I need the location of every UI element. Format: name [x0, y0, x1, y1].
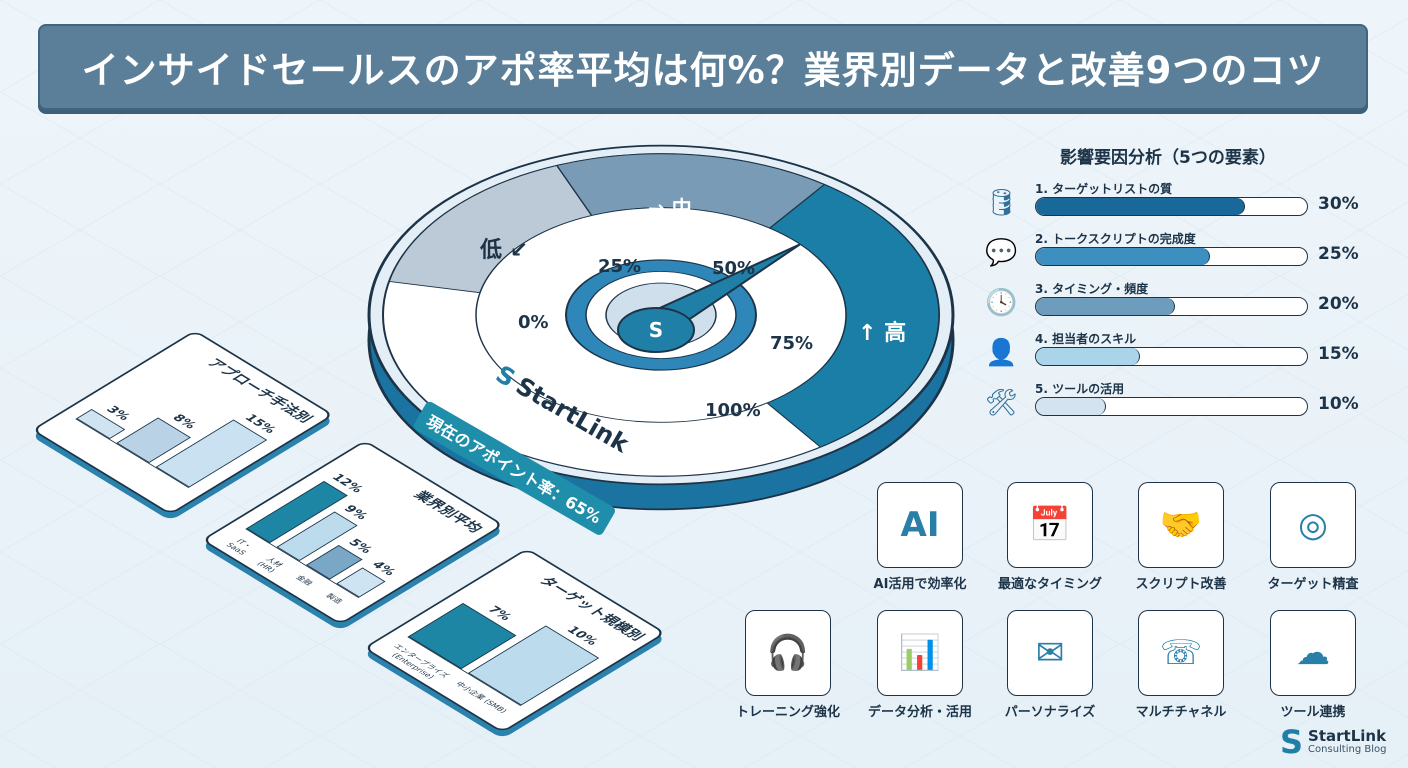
logo-name: StartLink: [1308, 727, 1387, 745]
gauge-tick: 100%: [705, 400, 761, 421]
gauge-mid-label: → 中: [648, 196, 692, 220]
tip-card: ◎: [1270, 482, 1356, 568]
factor-percent: 25%: [1318, 244, 1359, 264]
factor-bar-fill: [1036, 398, 1106, 415]
factor-row: 🛠 5. ツールの活用 10%: [985, 380, 1365, 426]
cloud-link-icon: ☁: [1296, 633, 1330, 673]
factor-row: 🛢 1. ターゲットリストの質 30%: [985, 180, 1365, 226]
bar-value: 8%: [168, 412, 199, 432]
tip-label: ツール連携: [1280, 705, 1346, 720]
factor-label: 4. 担当者のスキル: [1035, 332, 1137, 346]
gauge-tick: 50%: [712, 258, 756, 279]
bar-category: IT・SaaS: [224, 537, 255, 557]
factor-percent: 10%: [1318, 394, 1359, 414]
gauge-tick: 0%: [518, 312, 549, 333]
headset-icon: 🎧: [766, 633, 810, 673]
factor-percent: 20%: [1318, 294, 1359, 314]
tip-card: 📊: [877, 610, 963, 696]
bar-value: 12%: [328, 471, 367, 495]
tip-label: トレーニング強化: [735, 705, 840, 720]
factor-bar-fill: [1036, 198, 1245, 215]
tools-icon: 🛠: [985, 388, 1019, 418]
gauge-low-label: 低 ↙: [480, 238, 529, 263]
tip-card: 📅: [1007, 482, 1093, 568]
tip-label: AI活用で効率化: [873, 577, 967, 592]
chat-icon: 💬: [985, 238, 1018, 268]
factor-label: 5. ツールの活用: [1035, 382, 1125, 396]
tip-card: 🤝: [1138, 482, 1224, 568]
tip-label: マルチチャネル: [1135, 705, 1227, 720]
target-search-icon: ◎: [1298, 505, 1328, 545]
clock-icon: 🕓: [985, 288, 1018, 318]
tip-label: データ分析・活用: [867, 705, 972, 720]
database-icon: 🛢: [985, 188, 1019, 218]
factor-bar: [1035, 247, 1308, 266]
user-check-icon: 👤: [985, 338, 1018, 368]
factor-bar: [1035, 197, 1308, 216]
tip-card: ☏: [1138, 610, 1224, 696]
factor-label: 3. タイミング・頻度: [1035, 282, 1149, 296]
bar-value: 3%: [102, 404, 134, 423]
bar-category: 人材 (HR): [254, 555, 285, 574]
factor-bar-fill: [1036, 248, 1210, 265]
factor-row: 🕓 3. タイミング・頻度 20%: [985, 280, 1365, 326]
startlink-logo-icon: S: [1280, 723, 1304, 761]
factor-percent: 15%: [1318, 344, 1359, 364]
factor-row: 💬 2. トークスクリプトの完成度 25%: [985, 230, 1365, 276]
multichannel-icon: ☏: [1159, 633, 1203, 673]
factor-bar: [1035, 347, 1308, 366]
bar-value: 7%: [483, 604, 515, 623]
bar-value: 4%: [367, 559, 399, 579]
factor-percent: 30%: [1318, 194, 1359, 214]
tip-label: 最適なタイミング: [997, 577, 1102, 592]
tip-label: ターゲット精査: [1267, 577, 1359, 592]
factors-title: 影響要因分析（5つの要素）: [1060, 148, 1276, 168]
email-icon: ✉: [1035, 633, 1065, 673]
gauge-high-label: ↑ 高: [858, 321, 907, 346]
bar-value: 15%: [241, 412, 279, 436]
handshake-icon: 🤝: [1159, 505, 1203, 545]
chart-bar: 3%: [76, 404, 133, 439]
bar-value: 5%: [344, 537, 375, 556]
hub-logo-icon: S: [649, 318, 663, 342]
gauge-tick: 25%: [598, 256, 642, 277]
footer-logo: S StartLink Consulting Blog: [1280, 726, 1386, 758]
title-banner: インサイドセールスのアポ率平均は何%？業界別データと改善9つのコツ: [38, 24, 1368, 110]
logo-subtitle: Consulting Blog: [1308, 744, 1387, 755]
bar-value: 9%: [340, 503, 371, 522]
ai-chip-icon: AI: [900, 505, 940, 545]
tip-card: AI: [877, 482, 963, 568]
gauge-tick: 75%: [770, 333, 814, 354]
tip-label: スクリプト改善: [1135, 577, 1227, 592]
gauge-hub: [617, 307, 695, 353]
bar-category: 製造: [323, 592, 345, 605]
factor-label: 2. トークスクリプトの完成度: [1035, 232, 1196, 246]
calendar-clock-icon: 📅: [1028, 505, 1072, 545]
factor-bar-fill: [1036, 348, 1141, 365]
factor-row: 👤 4. 担当者のスキル 15%: [985, 330, 1365, 376]
tip-card: 🎧: [745, 610, 831, 696]
tip-card: ✉: [1007, 610, 1093, 696]
tip-label: パーソナライズ: [1004, 705, 1096, 720]
chart-bar: 4%: [335, 559, 398, 598]
dashboard-icon: 📊: [898, 633, 942, 673]
tip-card: ☁: [1270, 610, 1356, 696]
factor-bar: [1035, 297, 1308, 316]
bar-category: 金融: [293, 574, 315, 587]
factor-bar-fill: [1036, 298, 1176, 315]
factor-label: 1. ターゲットリストの質: [1035, 182, 1173, 196]
page-title: インサイドセールスのアポ率平均は何%？業界別データと改善9つのコツ: [81, 49, 1325, 92]
factor-bar: [1035, 397, 1308, 416]
